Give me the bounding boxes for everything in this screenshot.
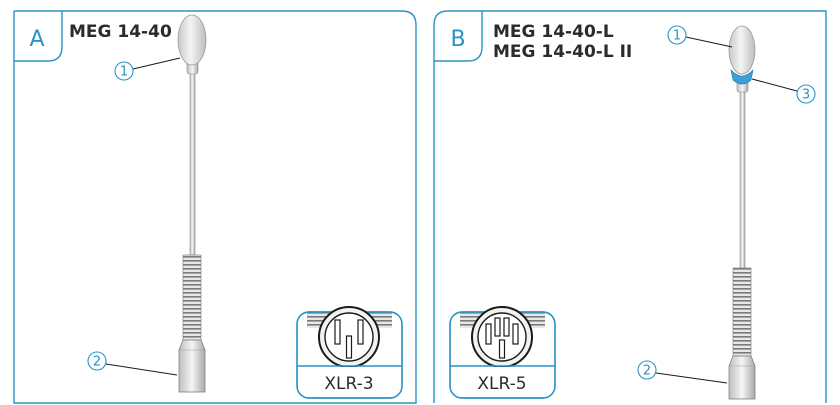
xlr-5-pin bbox=[485, 323, 492, 345]
xlr-5-pin bbox=[503, 317, 510, 337]
xlr-5-label: XLR-5 bbox=[477, 374, 526, 394]
xlr-3-pin bbox=[334, 319, 341, 345]
panel-b-tab bbox=[434, 11, 483, 62]
gooseneck-tube bbox=[739, 89, 746, 271]
panel-b-frame bbox=[433, 10, 827, 403]
panel-b-model-name-1: MEG 14-40-L bbox=[493, 22, 614, 42]
connector-housing bbox=[728, 355, 756, 400]
callout-1-number: 1 bbox=[120, 65, 128, 80]
callout-3-circle bbox=[796, 84, 816, 104]
callout-2-circle bbox=[87, 351, 107, 371]
callout-2-leader bbox=[105, 363, 178, 376]
callout-2-circle bbox=[637, 360, 657, 380]
gooseneck-tube bbox=[189, 69, 196, 256]
flexible-gooseneck bbox=[732, 267, 752, 357]
callout-2-number: 2 bbox=[93, 355, 101, 370]
xlr-5-pin bbox=[494, 317, 501, 337]
callout-2-number: 2 bbox=[643, 364, 651, 379]
microphone-a bbox=[177, 14, 207, 393]
panel-a-model-name: MEG 14-40 bbox=[69, 22, 172, 42]
microphone-b bbox=[728, 25, 756, 400]
callout-3-leader bbox=[751, 78, 798, 92]
panel-a: A MEG 14-40 1 2 bbox=[13, 10, 417, 404]
xlr-5-pin bbox=[498, 339, 506, 359]
xlr-3-pin bbox=[357, 319, 364, 345]
panel-b-model-name-2: MEG 14-40-L II bbox=[493, 42, 632, 62]
callout-1-circle bbox=[667, 25, 687, 45]
xlr-3-pin bbox=[345, 335, 353, 359]
xlr-3-label: XLR-3 bbox=[324, 374, 373, 394]
xlr-3-inset: XLR-3 bbox=[296, 306, 403, 399]
callout-1-circle bbox=[114, 61, 134, 81]
panel-a-frame bbox=[13, 10, 417, 404]
panel-a-letter: A bbox=[29, 27, 44, 52]
xlr-5-pin bbox=[512, 323, 519, 345]
panel-b-letter: B bbox=[450, 27, 465, 52]
callout-1-leader bbox=[685, 36, 733, 48]
panel-a-tab bbox=[14, 11, 63, 62]
xlr-5-inset: XLR-5 bbox=[449, 306, 556, 399]
connector-housing bbox=[178, 339, 206, 393]
callout-1-number: 1 bbox=[673, 29, 681, 44]
light-ring bbox=[730, 69, 754, 85]
callout-2-leader bbox=[655, 372, 728, 384]
callout-3-number: 3 bbox=[802, 88, 810, 103]
microphone-capsule bbox=[177, 14, 207, 66]
panel-b: B MEG 14-40-L MEG 14-40-L II 1 3 2 bbox=[433, 10, 827, 403]
flexible-gooseneck bbox=[182, 254, 202, 341]
microphone-capsule bbox=[728, 25, 756, 75]
callout-1-leader bbox=[132, 57, 181, 70]
